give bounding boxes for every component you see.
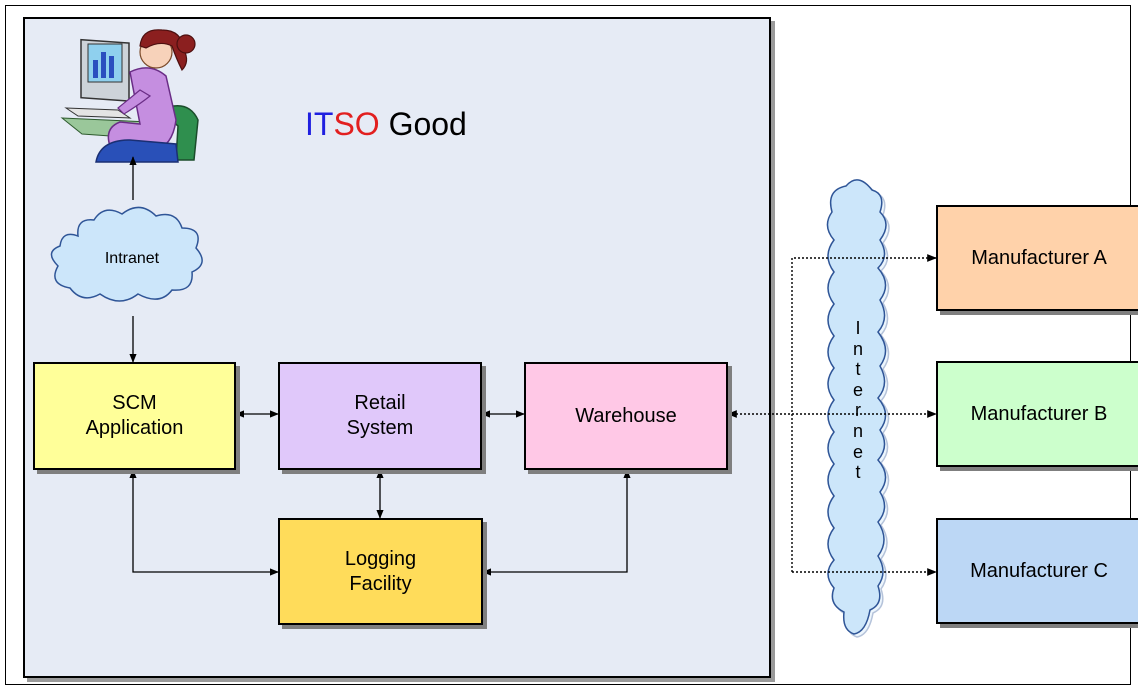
dotted-to-manufacturer-a (791, 254, 937, 572)
retail-system-box[interactable]: Retail System (278, 362, 482, 470)
company-title-it: IT (305, 106, 334, 142)
internet-label: I n t e r n e t (852, 318, 863, 483)
arrow-warehouse-logging (482, 469, 631, 576)
internet-cloud (826, 179, 890, 638)
logging-facility-box[interactable]: Logging Facility (278, 518, 483, 625)
manufacturer-b-box[interactable]: Manufacturer B (936, 361, 1138, 467)
warehouse-box[interactable]: Warehouse (524, 362, 728, 470)
person-at-computer-icon (60, 29, 199, 163)
manufacturer-c-box[interactable]: Manufacturer C (936, 518, 1138, 624)
company-title-good: Good (379, 106, 467, 142)
intranet-cloud (50, 206, 203, 302)
intranet-label: Intranet (104, 250, 160, 267)
company-title-so: SO (333, 106, 380, 142)
scm-application-box[interactable]: SCM Application (33, 362, 236, 470)
manufacturer-a-box[interactable]: Manufacturer A (936, 205, 1138, 311)
company-title: ITSO Good (305, 106, 467, 143)
arrow-scm-logging (129, 469, 279, 576)
